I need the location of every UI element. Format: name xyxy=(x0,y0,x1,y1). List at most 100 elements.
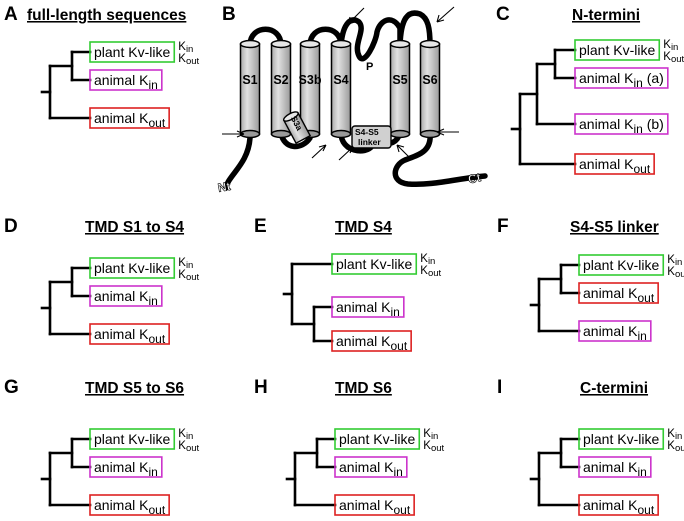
panel-letter-e: E xyxy=(254,216,267,237)
panel-e-leaf-2-label: animal Kin xyxy=(336,299,400,319)
panel-f-leaf-plant-kin-note: Kin xyxy=(667,254,682,268)
panel-f-leaf-2: animal Kout xyxy=(578,282,659,305)
panel-h-leaf-3: animal Kout xyxy=(334,494,415,517)
panel-a-leaf-3-label: animal Kout xyxy=(94,110,166,130)
panel-letter-b: B xyxy=(222,4,236,25)
arrow-pore-exit xyxy=(436,6,455,23)
panel-i-leaf-3-label: animal Kout xyxy=(583,497,655,517)
arrow-linker-out xyxy=(396,144,412,160)
panel-e-leaf-plant-label: plant Kv-like xyxy=(336,256,412,272)
panel-c-leaf-plant-kin-note: Kin xyxy=(663,39,678,53)
panel-h-leaf-plant-kout-note: Kout xyxy=(423,440,444,454)
panel-d-leaf-3: animal Kout xyxy=(89,323,170,346)
panel-g-leaf-plant-label: plant Kv-like xyxy=(94,431,170,447)
panel-letter-g: G xyxy=(4,377,19,398)
panel-c-leaf-plant-box xyxy=(574,39,661,61)
panel-title-i: C-termini xyxy=(580,380,648,397)
panel-letter-a: A xyxy=(4,4,18,25)
linker-label-line2: linker xyxy=(358,137,381,147)
panel-a-leaf-3: animal Kout xyxy=(89,107,170,130)
panel-d-leaf-plant-kout-note: Kout xyxy=(178,269,199,283)
helix-s1: S1 xyxy=(239,39,261,139)
pore-loop xyxy=(338,17,403,62)
arrow-cterm-boundary xyxy=(436,128,459,136)
helix-s6-label: S6 xyxy=(422,73,437,87)
nterm-label: Nt xyxy=(217,179,232,195)
panel-f-leaf-plant-label: plant Kv-like xyxy=(583,257,659,273)
panel-c-leaf-kout-box xyxy=(574,153,655,175)
panel-f-leaf-plant-kout-note: Kout xyxy=(667,266,684,280)
panel-c-leaf-kout-label: animal Kout xyxy=(579,156,651,176)
panel-d-leaf-3-box xyxy=(89,323,170,345)
panel-g-leaf-2: animal Kin xyxy=(89,456,163,479)
panel-e-leaf-3-box xyxy=(331,330,412,352)
panel-f-leaf-plant-box xyxy=(578,254,665,276)
panel-i-leaf-3-box xyxy=(578,494,659,516)
panel-g-leaf-2-box xyxy=(89,456,163,478)
panel-a-leaf-3-box xyxy=(89,107,170,129)
panel-f-leaf-3-label: animal Kin xyxy=(583,323,647,343)
panel-d-leaf-3-label: animal Kout xyxy=(94,326,166,346)
panel-a-leaf-plant-kin-note: Kin xyxy=(178,41,193,55)
panel-g-leaf-plant-box xyxy=(89,428,176,450)
panel-f-leaf-2-box xyxy=(578,282,659,304)
panel-h-leaf-3-box xyxy=(334,494,415,516)
panel-d-leaf-2-box xyxy=(89,285,163,307)
helix-s3a: S3a xyxy=(282,111,312,145)
panel-h-leaf-3-label: animal Kout xyxy=(339,497,411,517)
panel-d-leaf-plant-label: plant Kv-like xyxy=(94,260,170,276)
helix-s6: S6 xyxy=(419,39,441,139)
panel-i-leaf-plant-label: plant Kv-like xyxy=(583,431,659,447)
panel-i-leaf-2-label: animal Kin xyxy=(583,459,647,479)
helix-s2: S2 xyxy=(270,39,292,139)
panel-a-leaf-2: animal Kin xyxy=(89,69,163,92)
helix-s2-label: S2 xyxy=(273,73,288,87)
panel-title-e: TMD S4 xyxy=(335,219,392,236)
panel-c-leaf-kin-b-box xyxy=(574,113,669,135)
loop-s5-s6 xyxy=(397,10,433,48)
panel-f-leaf-3: animal Kin xyxy=(578,320,652,343)
panel-title-g: TMD S5 to S6 xyxy=(85,380,184,397)
panel-f-leaf-3-box xyxy=(578,320,652,342)
panel-a-leaf-plant-kout-note: Kout xyxy=(178,53,199,67)
panel-d-leaf-2: animal Kin xyxy=(89,285,163,308)
panel-i-leaf-plant-box xyxy=(578,428,665,450)
panel-letter-d: D xyxy=(4,216,18,237)
arrow-linker-in xyxy=(338,146,354,161)
panel-g-leaf-3: animal Kout xyxy=(89,494,170,517)
panel-e-leaf-3: animal Kout xyxy=(331,330,412,353)
panel-a-leaf-2-box xyxy=(89,69,163,91)
panel-h-leaf-plant-label: plant Kv-like xyxy=(339,431,415,447)
panel-h-leaf-2-box xyxy=(334,456,408,478)
arrow-pore-entry xyxy=(347,7,365,25)
panel-c-leaf-kin-b: animal Kin (b) xyxy=(574,113,669,136)
panel-title-h: TMD S6 xyxy=(335,380,392,397)
panel-h-leaf-2-label: animal Kin xyxy=(339,459,403,479)
panel-g-leaf-plant-kout-note: Kout xyxy=(178,440,199,454)
panel-i-leaf-3: animal Kout xyxy=(578,494,659,517)
panel-c-leaf-kin-a: animal Kin (a) xyxy=(574,67,669,90)
panel-letter-f: F xyxy=(497,216,509,237)
panel-c-leaf-kin-a-box xyxy=(574,67,669,89)
panel-a-leaf-plant-box xyxy=(89,41,176,63)
panel-g-leaf-3-label: animal Kout xyxy=(94,497,166,517)
pore-label: P xyxy=(366,61,373,73)
panel-g-leaf-3-box xyxy=(89,494,170,516)
panel-letter-h: H xyxy=(254,377,268,398)
panel-i-leaf-2: animal Kin xyxy=(578,456,652,479)
region-arrows xyxy=(222,6,459,161)
panel-d-leaf-2-label: animal Kin xyxy=(94,288,158,308)
panel-h-leaf-plant-kin-note: Kin xyxy=(423,428,438,442)
panel-g-leaf-plant-kin-note: Kin xyxy=(178,428,193,442)
panel-e-leaf-3-label: animal Kout xyxy=(336,333,408,353)
panel-e-leaf-plant-kin-note: Kin xyxy=(420,253,435,267)
helix-s5-label: S5 xyxy=(392,73,407,87)
panel-e-leaf-2: animal Kin xyxy=(331,296,405,319)
